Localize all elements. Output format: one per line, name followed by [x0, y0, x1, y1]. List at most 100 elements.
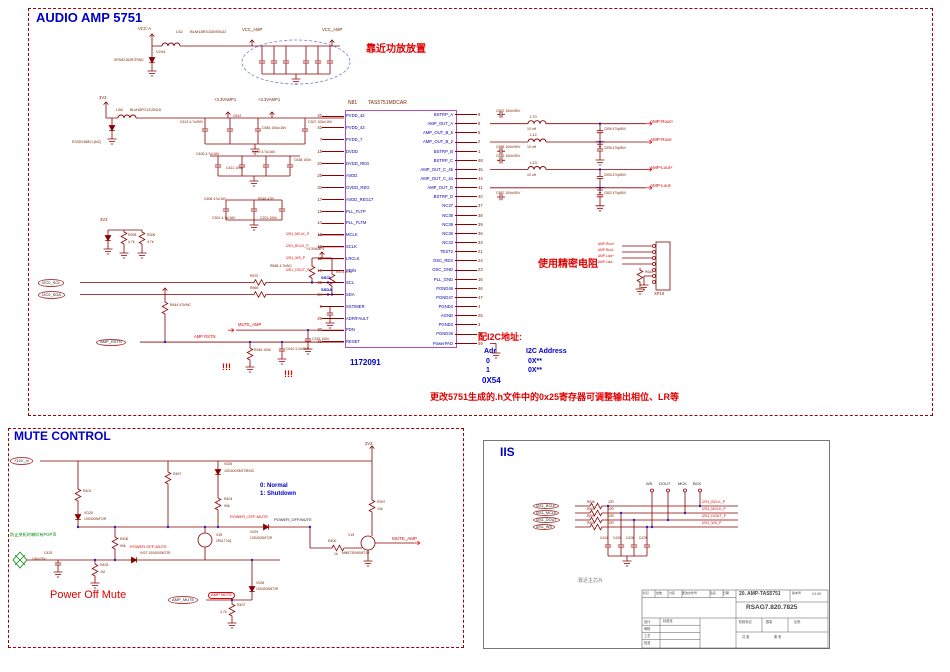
pin-stub	[455, 141, 477, 143]
net-ssda: SSDA	[321, 286, 333, 292]
pin-row: BSTRP_D 40	[397, 192, 507, 201]
pin-name: BSTRP_A	[433, 112, 453, 118]
pin-label-dout: DOUT	[659, 481, 671, 486]
val-r308: 4.7k	[128, 240, 135, 244]
note-anti-pop: 防止关机时喇叭有POP声	[10, 532, 57, 537]
part-v028: 1SS400SMT2R	[256, 587, 279, 591]
pin-number: 33	[478, 240, 483, 246]
ref-c596: C596 470p/50V	[604, 127, 627, 131]
pin-stub	[455, 233, 477, 234]
note-near-main-chip: 靠近主芯片	[578, 578, 604, 584]
pin-row: NC39 39	[397, 220, 507, 229]
ref-c553: C553 470p/50V	[604, 173, 627, 177]
net-vcc-amp-2: VCC_AMP	[322, 27, 343, 32]
pin-row: 13 MCLK	[301, 229, 411, 241]
pin-name: PLL_GND	[433, 276, 453, 282]
ref-l52: L52	[176, 29, 183, 34]
pin-stub	[455, 306, 477, 307]
ic-part-number: TAS5751MDCAR	[368, 100, 407, 106]
ref-v026: V026	[224, 462, 233, 466]
part-l52: BLM18RG330SN1D	[190, 29, 227, 34]
net-i2s1-mclk-p: I2S1_MCLK_P	[286, 232, 310, 236]
pin-row: 17 AVDD_REG17	[301, 193, 411, 205]
net-xp-rout-plus: AMP-Rout+	[598, 242, 615, 246]
pin-stub	[455, 178, 477, 179]
ref-r406: R406	[120, 537, 129, 541]
val-l13: 10 uH	[527, 173, 537, 177]
pin-stub	[322, 139, 344, 141]
title-block-stage: 阶段标记	[739, 620, 752, 624]
junction-dots	[76, 122, 702, 602]
pin-number: 16	[478, 276, 483, 282]
pin-stub	[455, 260, 477, 262]
pin-stub	[455, 342, 477, 344]
net-amp-mute-red: AMP MUTE	[208, 592, 236, 599]
pin-row: AMP_OUT_A 8	[397, 119, 507, 128]
ref-r401: R401	[83, 489, 92, 493]
pin-row: AGND 25	[397, 311, 507, 320]
iis-net-label: I2S1_BCLK	[533, 502, 559, 509]
pin-number: 40	[478, 194, 483, 200]
iis-net-label: I2S1_WS	[533, 523, 556, 530]
ref-c301: C301 4.7u/16V	[212, 216, 236, 220]
ref-bootstrap-cap-4: C587 100n/50V	[496, 190, 521, 195]
pin-row: 14 PLL_FLTM	[301, 217, 411, 229]
part-v026: 1SS400SMT2R/NC	[224, 469, 255, 473]
ref-bootstrap-cap-1: C597 100n/50V	[496, 108, 521, 113]
pin-name: GVDD_REG	[346, 184, 370, 190]
ref-c606: C606 47u/16V	[204, 197, 227, 201]
pin-stub	[455, 132, 477, 134]
net-power-off-mute-red-2: POWER OFF-MUTE	[130, 544, 167, 549]
title-block-qty: 数量	[766, 620, 773, 624]
pin-name: PGND26	[436, 331, 453, 337]
iis-resistor-value: 22R	[608, 513, 614, 518]
pin-stub	[455, 296, 477, 298]
val-c433: 100u/25V	[32, 557, 46, 561]
ref-r306: R306	[147, 233, 156, 237]
pin-number: 34	[317, 291, 322, 297]
ic-ref: N81	[348, 100, 358, 106]
note-shutdown: 1: Shutdown	[260, 491, 296, 497]
pin-label-bck: BCK	[693, 481, 702, 486]
pin-row: 12 SCLK	[301, 241, 411, 253]
pin-row: PGND26 26	[397, 329, 507, 338]
iis-net-label: I2S1_DOUT	[533, 516, 560, 523]
pin-row: 28 AVDD	[301, 169, 411, 181]
pin-number: 1	[478, 148, 481, 154]
pin-stub	[455, 278, 477, 280]
pin-number: 49	[478, 340, 483, 346]
pin-row: 43 PVDD_43	[301, 122, 411, 134]
iis-wires	[575, 488, 738, 567]
pin-stub	[322, 222, 344, 224]
pin-name: BSTRP_B	[433, 148, 453, 154]
section-title-mute-control: MUTE CONTROL	[14, 429, 111, 443]
pin-stub	[322, 270, 344, 271]
pin-number: 15	[317, 208, 322, 214]
title-block-version: V1.00	[812, 592, 822, 596]
ref-c638: C638 100n	[294, 158, 312, 162]
iis-cap-ref: C430	[613, 536, 621, 540]
pin-stub	[322, 127, 344, 129]
pin-name: RESET	[346, 339, 360, 345]
ref-r345: R345 100k	[254, 348, 271, 352]
pin-row: 20 DVDD_REG	[301, 158, 411, 170]
pin-name: SDA	[346, 291, 355, 297]
pin-stub	[322, 293, 344, 295]
pin-stub	[455, 150, 477, 152]
ref-c613: C613 4.7u/50V	[180, 120, 204, 124]
title-block-doc-number: RSAG7.820.7825	[746, 604, 798, 611]
pin-number: 8	[478, 121, 481, 127]
pin-row: 11 LRCLK	[301, 253, 411, 265]
ic-left-pins: 42 PVDD_42 43 PVDD_43 7 PVDD_7 18 DVDD 2…	[301, 110, 411, 348]
net-xp-rout-minus: AMP-Rout-	[598, 248, 614, 252]
pin-number: 33	[317, 184, 322, 190]
pin-row: NC38 38	[397, 211, 507, 220]
pin-number: 38	[478, 212, 483, 218]
pin-stub	[322, 175, 344, 176]
pin-stub	[455, 196, 477, 198]
pin-stub	[322, 115, 344, 117]
i2c-row0-val: 0X**	[528, 358, 543, 365]
pin-row: BSTRP_B 1	[397, 147, 507, 156]
ref-r568: R568 4.7k/NC	[270, 264, 292, 268]
pin-name: PowerPAD	[432, 340, 453, 346]
